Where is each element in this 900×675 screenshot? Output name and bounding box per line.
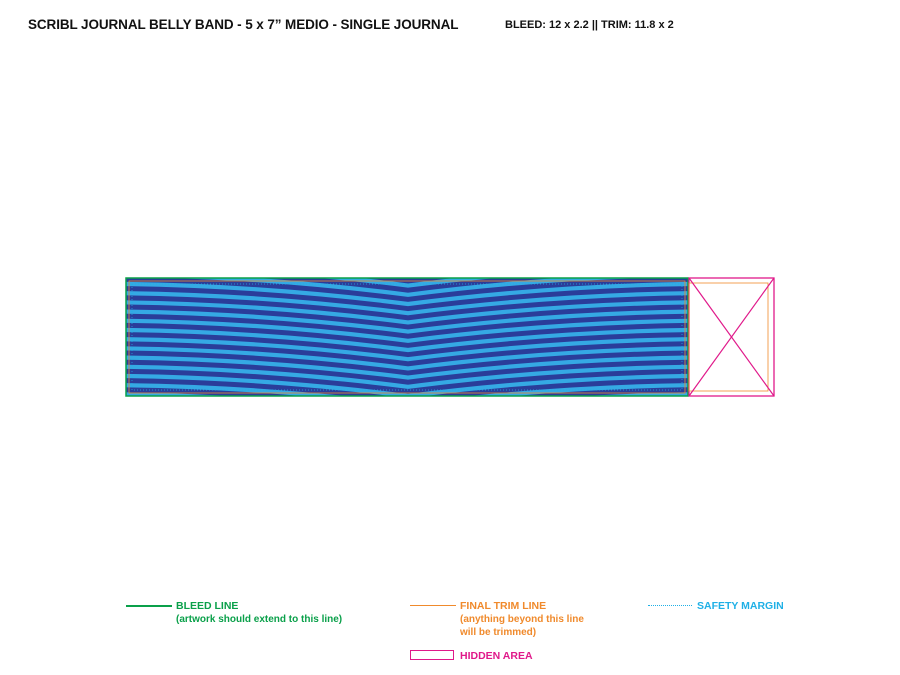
artwork-stripe [126, 291, 688, 316]
trim-line-note-2: will be trimmed) [460, 627, 537, 638]
artwork-stripe [126, 355, 688, 380]
bleed-line-label: BLEED LINE [176, 600, 239, 612]
trim-line-note-1: (anything beyond this line [460, 614, 584, 625]
safety-margin-label: SAFETY MARGIN [697, 600, 784, 612]
artwork-stripe [126, 392, 688, 396]
hidden-area-swatch [410, 650, 454, 660]
trim-line-swatch [410, 605, 456, 606]
trim-line-label: FINAL TRIM LINE [460, 600, 547, 612]
artwork-stripe [126, 300, 688, 325]
artwork-stripe [126, 318, 688, 343]
artwork-stripe [126, 404, 688, 424]
document-title: SCRIBL JOURNAL BELLY BAND - 5 x 7” MEDIO… [28, 17, 459, 32]
safety-margin-line [131, 283, 683, 391]
artwork-stripe [319, 278, 496, 288]
artwork-stripes [126, 278, 688, 424]
bleed-line-note: (artwork should extend to this line) [176, 614, 343, 625]
hidden-area-label: HIDDEN AREA [460, 650, 533, 662]
artwork-stripe [126, 309, 688, 334]
bleed-line-swatch [126, 605, 172, 607]
artwork-stripe [126, 346, 688, 371]
artwork-stripe [126, 373, 688, 396]
safety-margin-swatch [648, 605, 692, 606]
hidden-area [688, 277, 775, 397]
artwork-stripe [126, 281, 688, 307]
artwork-stripe [126, 383, 688, 396]
artwork-stripe [126, 364, 688, 389]
bleed-line [125, 277, 689, 397]
artwork-stripe [172, 278, 642, 297]
artwork-stripe [126, 327, 688, 353]
trim-line [128, 280, 686, 394]
artwork-stripe [126, 337, 688, 362]
artwork-area [126, 278, 688, 424]
dimension-specs: BLEED: 12 x 2.2 || TRIM: 11.8 x 2 [505, 19, 674, 31]
